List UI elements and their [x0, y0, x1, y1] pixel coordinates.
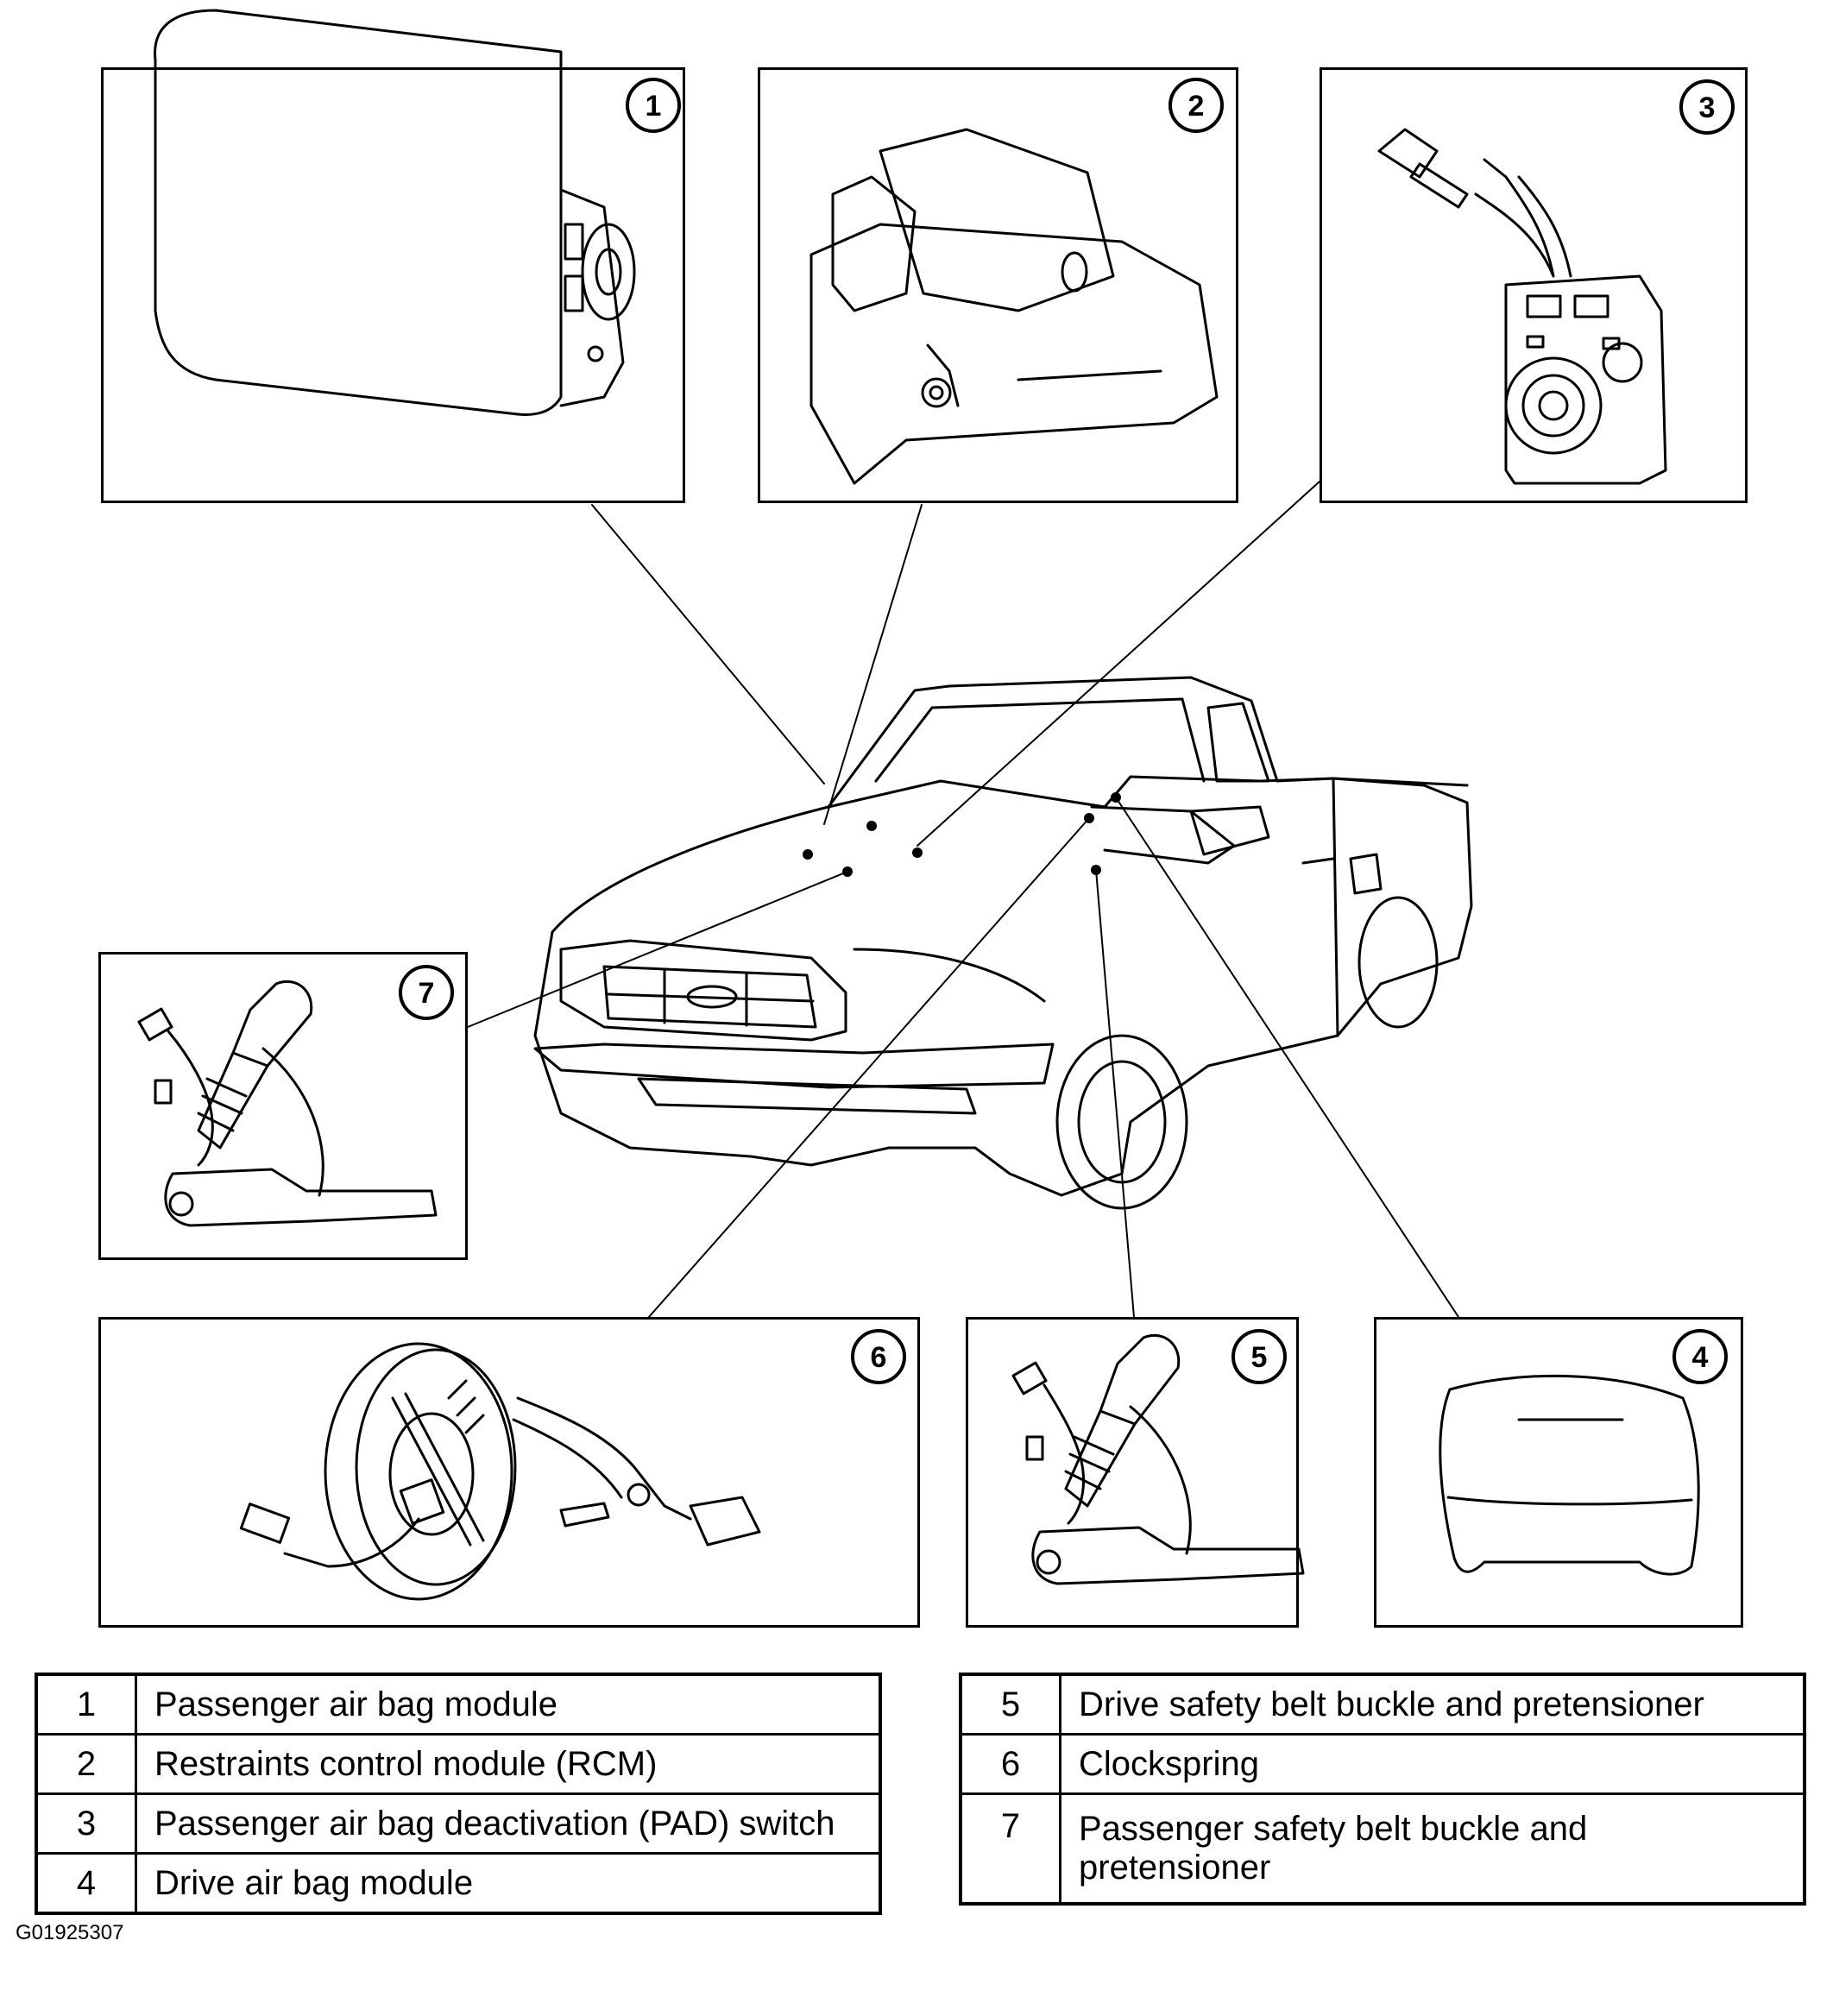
- legend-row: 1 Passenger air bag module: [35, 1673, 882, 1736]
- callout-badge-2: 2: [1168, 78, 1224, 133]
- legend-number: 3: [35, 1792, 137, 1855]
- panel-6-clockspring: [98, 1317, 920, 1628]
- callout-badge-1-text: 1: [646, 90, 662, 123]
- callout-badge-7: 7: [399, 965, 454, 1020]
- rcm-drawing: [809, 128, 1219, 485]
- legend-table-right: 5 Drive safety belt buckle and pretensio…: [959, 1673, 1806, 1906]
- legend-label: Clockspring: [1059, 1733, 1806, 1795]
- legend-label: Passenger air bag deactivation (PAD) swi…: [135, 1792, 882, 1855]
- callout-badge-4: 4: [1672, 1329, 1728, 1384]
- legend-number: 4: [35, 1852, 137, 1915]
- legend-row: 4 Drive air bag module: [35, 1852, 882, 1915]
- callout-badge-3: 3: [1679, 79, 1735, 135]
- clockspring-drawing: [239, 1342, 761, 1601]
- legend-label: Drive air bag module: [135, 1852, 882, 1915]
- legend-row: 3 Passenger air bag deactivation (PAD) s…: [35, 1792, 882, 1855]
- figure-code: G01925307: [16, 1921, 124, 1944]
- legend-label: Drive safety belt buckle and pretensione…: [1059, 1673, 1806, 1736]
- passenger-belt-buckle-drawing: [137, 980, 438, 1227]
- legend-number: 7: [959, 1792, 1061, 1906]
- legend-label: Passenger air bag module: [135, 1673, 882, 1736]
- callout-badge-5: 5: [1231, 1329, 1287, 1384]
- callout-badge-4-text: 4: [1692, 1341, 1709, 1374]
- legend-row: 5 Drive safety belt buckle and pretensio…: [959, 1673, 1806, 1736]
- pickup-truck-illustration: [533, 676, 1473, 1210]
- legend-row: 2 Restraints control module (RCM): [35, 1733, 882, 1795]
- legend-number: 6: [959, 1733, 1061, 1795]
- callout-badge-3-text: 3: [1699, 91, 1716, 124]
- driver-belt-buckle-drawing: [1011, 1334, 1305, 1585]
- callout-badge-2-text: 2: [1188, 90, 1205, 123]
- legend-table-left: 1 Passenger air bag module 2 Restraints …: [35, 1673, 882, 1915]
- component-location-dots: [803, 792, 1121, 877]
- legend-number: 1: [35, 1673, 137, 1736]
- driver-air-bag-module-drawing: [1439, 1374, 1700, 1576]
- legend-row: 6 Clockspring: [959, 1733, 1806, 1795]
- callout-badge-6-text: 6: [871, 1341, 887, 1374]
- passenger-air-bag-module-drawing: [154, 9, 636, 416]
- legend-number: 5: [959, 1673, 1061, 1736]
- callout-badge-6: 6: [851, 1329, 906, 1384]
- callout-badge-7-text: 7: [419, 977, 435, 1010]
- legend-label: Restraints control module (RCM): [135, 1733, 882, 1795]
- pad-switch-drawing: [1377, 128, 1667, 485]
- callout-badges: 1 2 3 7 6 5 4: [399, 78, 1735, 1384]
- panel-1-passenger-air-bag: [101, 67, 685, 503]
- callout-badge-5-text: 5: [1251, 1341, 1268, 1374]
- callout-badge-1: 1: [626, 78, 681, 133]
- legend-row: 7 Passenger safety belt buckle and prete…: [959, 1792, 1806, 1906]
- leader-lines: [467, 481, 1459, 1318]
- legend-number: 2: [35, 1733, 137, 1795]
- legend-label: Passenger safety belt buckle and pretens…: [1059, 1792, 1806, 1906]
